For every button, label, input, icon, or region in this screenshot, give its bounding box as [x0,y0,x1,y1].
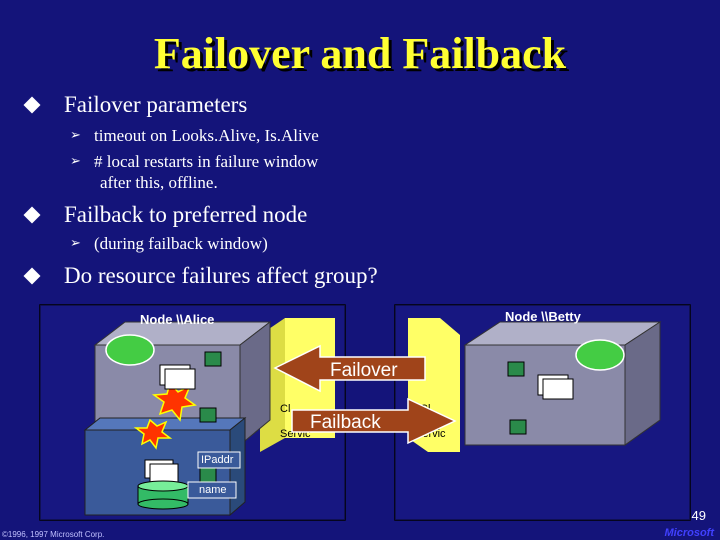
arrow-bullet-icon: ➢ [70,154,81,169]
name-box [187,481,237,499]
node-betty-label: Node \\Betty [505,309,581,324]
bullet-resource-failures: Do resource failures affect group? [23,263,378,289]
betty-resource-cube-2 [509,419,527,435]
failover-label: Failover [330,360,398,381]
page-number: 49 [691,508,706,523]
name-label: name [199,484,227,496]
bullet-text: Do resource failures affect group? [64,263,378,288]
ipaddr-label: IPaddr [201,454,234,466]
node-alice-label: Node \\Alice [140,312,215,327]
arrow-bullet-icon: ➢ [70,236,81,251]
failback-label: Failback [310,412,381,433]
bullet-text: Failover parameters [64,92,248,117]
alice-resource-cube-2 [199,407,217,423]
bullet-text: Failback to preferred node [64,202,308,227]
sub-timeout: ➢ timeout on Looks.Alive, Is.Alive [70,126,319,146]
sub-restarts: ➢ # local restarts in failure window [70,152,319,172]
sub-text: (during failback window) [94,234,268,253]
copyright: ©1996, 1997 Microsoft Corp. [2,530,105,539]
group-doc-stack-icon [144,459,179,483]
microsoft-logo: Microsoft [664,527,715,539]
betty-doc-stack-icon [537,374,574,400]
page-title: Failover and Failback [153,29,567,78]
group-resource-cube [199,467,217,483]
cluster-service-left-label-1: Cl [280,403,290,415]
sub-text: # local restarts in failure window [94,152,319,171]
betty-resource-cube-1 [507,361,525,377]
bullet-failback: Failback to preferred node [23,202,308,228]
bullet-failover-parameters: Failover parameters [23,92,248,118]
alice-doc-stack-icon [159,364,196,390]
sub-text: timeout on Looks.Alive, Is.Alive [94,126,319,145]
database-icon [137,480,189,510]
betty-cloud-icon [575,339,625,371]
failback-arrow: Failback [291,397,457,445]
alice-cloud-icon [105,334,155,366]
ipaddr-box [197,451,241,469]
alice-resource-cube-1 [204,351,222,367]
failover-arrow: Failover [273,344,426,393]
sub-window: ➢ (during failback window) [70,234,268,254]
arrow-bullet-icon: ➢ [70,128,81,143]
group-explosion-icon [133,418,173,450]
sub-offline: after this, offline. [100,173,218,192]
